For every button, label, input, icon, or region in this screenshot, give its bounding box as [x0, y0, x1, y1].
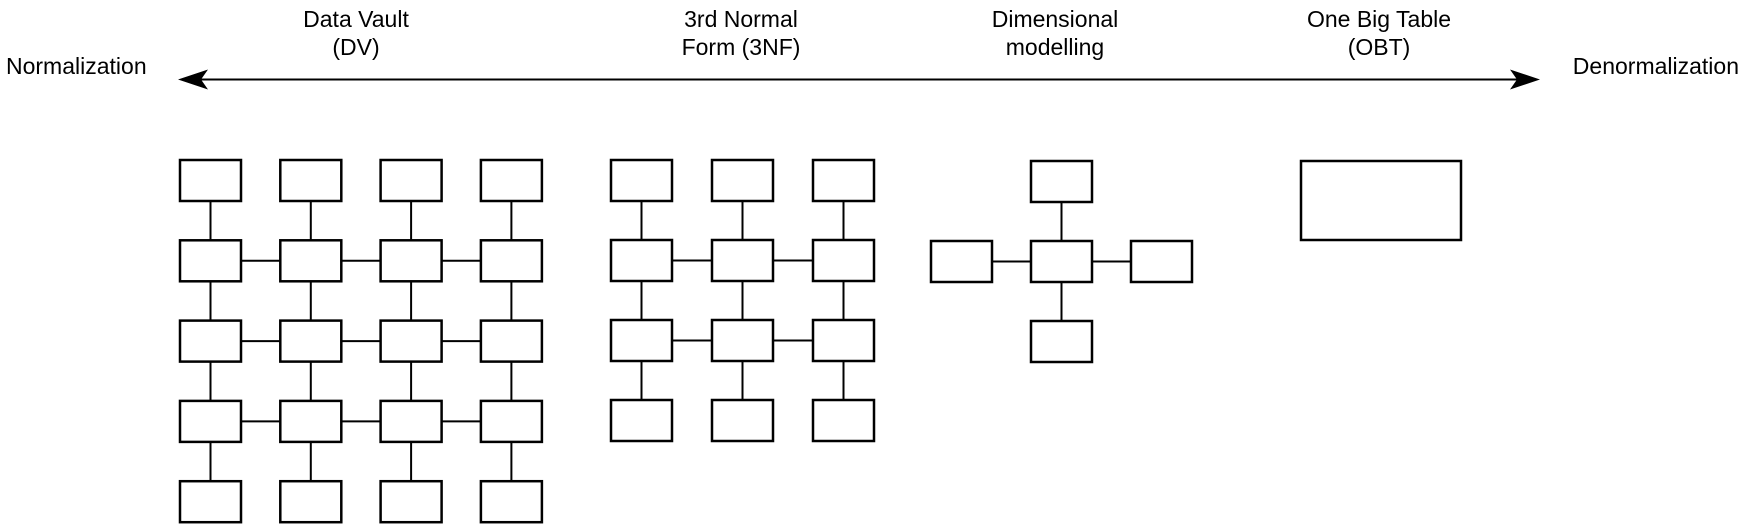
label-data-vault: Data Vault (DV) [303, 5, 409, 61]
third-normal-form-schema-table-box [710, 398, 775, 443]
dimensional-star-schema-dimension-box [929, 239, 994, 284]
label-line: Dimensional [991, 6, 1119, 32]
label-line: modelling [1005, 34, 1105, 60]
data-vault-schema-table-box [479, 158, 544, 203]
data-vault-schema-table-box [279, 319, 343, 363]
dimensional-star-schema-dimension-box [1029, 159, 1094, 204]
dimensional-star-schema-dimension-box [1129, 239, 1194, 284]
third-normal-form-schema-table-box [609, 318, 674, 363]
data-vault-schema-table-box [479, 399, 544, 444]
data-vault-schema-table-box [379, 239, 443, 283]
label-line: Form (3NF) [681, 34, 801, 60]
data-vault-schema-table-box [379, 399, 443, 444]
third-normal-form-schema-table-box [710, 318, 775, 363]
data-vault-schema-table-box [178, 319, 243, 363]
data-vault-schema-table-box [479, 319, 544, 363]
arrowhead-right-icon [1510, 69, 1540, 90]
data-vault-schema-table-box [279, 158, 343, 203]
arrowhead-left-icon [178, 69, 208, 90]
one-big-table-schema-table-box [1299, 159, 1463, 242]
data-vault-schema-table-box [279, 479, 343, 524]
dimensional-star-schema-fact-box [1029, 239, 1094, 284]
label-line: (DV) [332, 34, 380, 60]
label-line: One Big Table [1306, 6, 1452, 32]
data-vault-schema-table-box [479, 479, 544, 524]
data-vault-schema-table-box [279, 239, 343, 283]
axis-label-denormalization: Denormalization [1572, 53, 1739, 79]
third-normal-form-schema-table-box [609, 158, 674, 203]
data-vault-schema-table-box [178, 158, 243, 203]
label-line: (OBT) [1347, 34, 1411, 60]
third-normal-form-schema-table-box [811, 158, 876, 203]
data-vault-schema-table-box [379, 158, 443, 203]
third-normal-form-schema-table-box [609, 398, 674, 443]
dimensional-star-schema-dimension-box [1029, 319, 1094, 364]
label-line: Data Vault [303, 6, 409, 32]
label-third-normal-form: 3rd Normal Form (3NF) [682, 5, 801, 61]
label-line: 3rd Normal [684, 6, 798, 32]
third-normal-form-schema-table-box [811, 318, 876, 363]
axis-label-normalization: Normalization [6, 53, 147, 79]
third-normal-form-schema-table-box [609, 238, 674, 283]
data-vault-schema-table-box [178, 239, 243, 283]
data-vault-schema-table-box [379, 479, 443, 524]
data-vault-schema-table-box [178, 479, 243, 524]
third-normal-form-schema-table-box [710, 238, 775, 283]
data-vault-schema-table-box [479, 239, 544, 283]
data-vault-schema-table-box [279, 399, 343, 444]
label-dimensional-modelling: Dimensional modelling [992, 5, 1119, 61]
data-vault-schema-table-box [379, 319, 443, 363]
third-normal-form-schema-table-box [710, 158, 775, 203]
third-normal-form-schema-table-box [811, 238, 876, 283]
data-vault-schema-table-box [178, 399, 243, 444]
label-one-big-table: One Big Table (OBT) [1307, 5, 1451, 61]
third-normal-form-schema-table-box [811, 398, 876, 443]
